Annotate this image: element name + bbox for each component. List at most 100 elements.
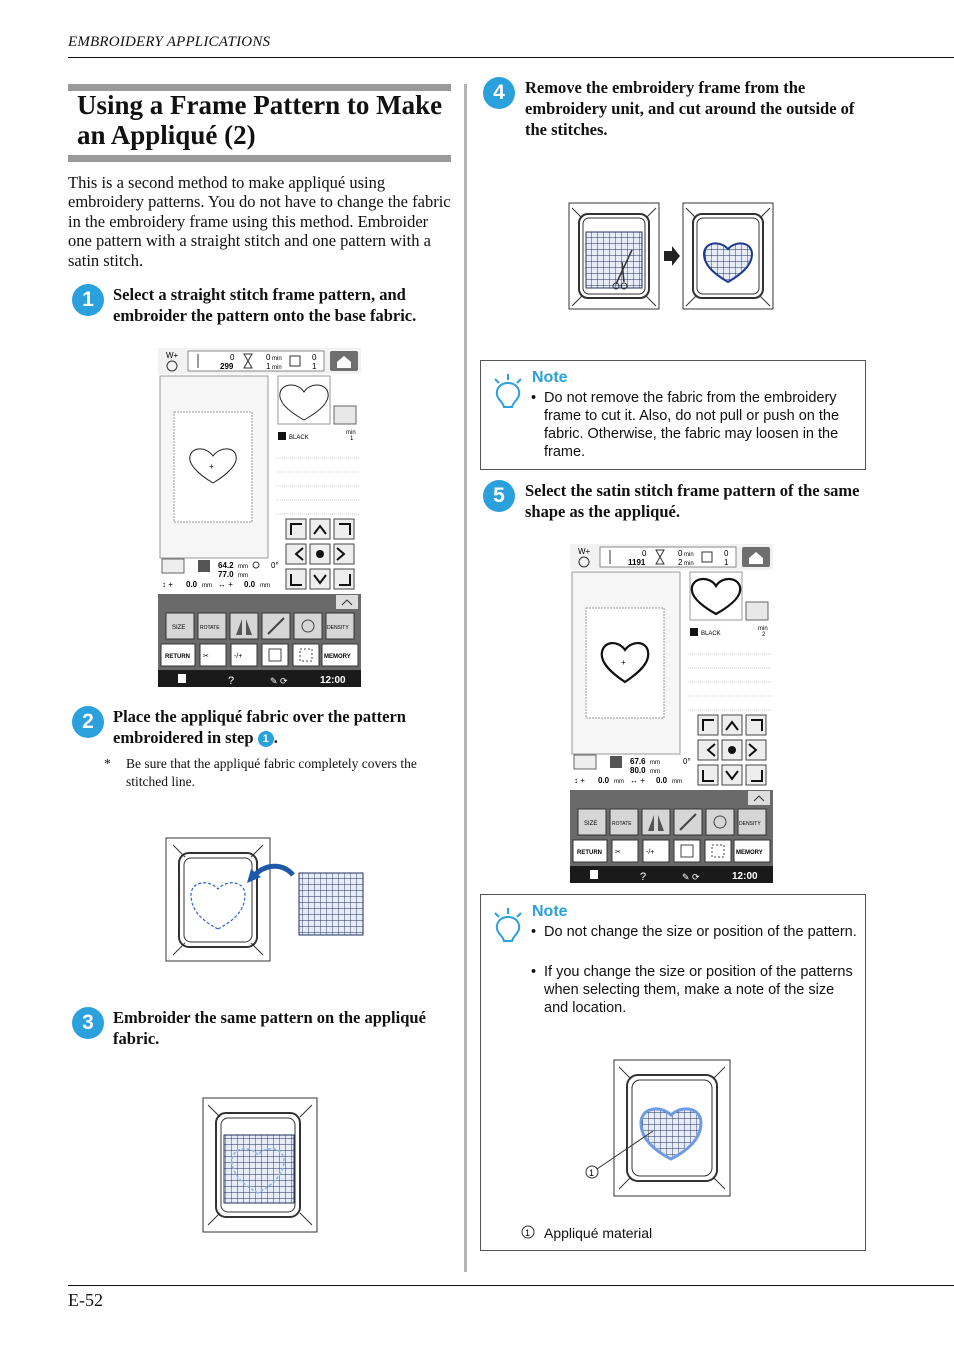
svg-text:✎ ⟳: ✎ ⟳: [682, 872, 700, 882]
scroll-up-button[interactable]: [336, 595, 358, 609]
legend-label: Appliqué material: [544, 1225, 653, 1241]
satin-heart-pattern: [600, 642, 650, 684]
size-button[interactable]: SIZE: [577, 808, 607, 836]
stitch-step-button[interactable]: -/+: [230, 643, 258, 667]
clock: 12:00: [732, 871, 758, 882]
step-2-text-end: .: [273, 728, 278, 747]
lightbulb-icon: [494, 374, 522, 408]
step-1-badge: 1: [72, 284, 104, 316]
basting-button[interactable]: [673, 839, 701, 863]
trial-button[interactable]: [704, 839, 732, 863]
step-3-text: Embroider the same pattern on the appliq…: [113, 1008, 426, 1048]
note-box-1: Note • Do not remove the fabric from the…: [480, 360, 866, 470]
note-2-item-2: If you change the size or position of th…: [544, 964, 853, 1016]
header-rule: [68, 57, 954, 58]
frame-icon: [573, 754, 597, 770]
hourglass-icon: [655, 549, 665, 565]
color-top: 0: [724, 549, 729, 558]
settings-icon[interactable]: [590, 870, 598, 879]
thread-color-button[interactable]: [293, 612, 323, 640]
place-applique-illustration: [165, 837, 364, 962]
density-button[interactable]: DENSITY: [325, 612, 355, 640]
pattern-info-icon[interactable]: ✎ ⟳: [270, 676, 288, 686]
svg-text:RETURN: RETURN: [165, 654, 190, 660]
density-edit-button[interactable]: [673, 808, 703, 836]
offset-vertical: 0.0: [598, 776, 610, 785]
home-button[interactable]: [742, 547, 770, 567]
memory-button[interactable]: MEMORY: [733, 839, 771, 863]
rotation-angle: 0°: [271, 561, 279, 570]
svg-text:ROTATE: ROTATE: [200, 625, 220, 631]
mirror-button[interactable]: [641, 808, 671, 836]
applique-placement-illustration: 1: [585, 1059, 731, 1197]
thread-palette-button[interactable]: [333, 405, 357, 425]
rotate-button[interactable]: ROTATE: [197, 612, 227, 640]
step-3-badge: 3: [72, 1007, 104, 1039]
time-bottom-unit: min: [684, 561, 694, 567]
svg-text:?: ?: [228, 675, 234, 687]
return-button[interactable]: RETURN: [160, 643, 196, 667]
rotate-button[interactable]: ROTATE: [609, 808, 639, 836]
trial-button[interactable]: [292, 643, 320, 667]
svg-text:SIZE: SIZE: [584, 821, 597, 827]
time-top-unit: min: [684, 552, 694, 558]
help-icon[interactable]: ?: [228, 675, 234, 687]
thread-palette-button[interactable]: [745, 601, 769, 621]
home-button[interactable]: [330, 351, 358, 371]
trim-button[interactable]: ✂: [611, 839, 639, 863]
section-title: Using a Frame Pattern to Make an Appliqu…: [77, 90, 443, 150]
callout-leader-line: [596, 1130, 654, 1170]
return-button[interactable]: RETURN: [572, 839, 608, 863]
lcd-screen-1: W+ 0 299 0 min 1 min 0 1 + BLACK min 1 6…: [158, 348, 361, 687]
density-button[interactable]: DENSITY: [737, 808, 767, 836]
thread-color-button[interactable]: [705, 808, 735, 836]
stitch-step-button[interactable]: -/+: [642, 839, 670, 863]
note-2-bullet-1: •: [531, 924, 537, 940]
footer-rule: [68, 1285, 954, 1286]
pattern-width: 77.0: [218, 570, 234, 579]
size-icon: [610, 756, 622, 768]
time-top: 0: [266, 353, 271, 362]
svg-text:RETURN: RETURN: [577, 850, 602, 856]
clock: 12:00: [320, 675, 346, 686]
svg-text:↔ +: ↔ +: [630, 776, 645, 785]
offset-horizontal: 0.0: [656, 776, 668, 785]
legend-marker: 1: [521, 1225, 535, 1239]
offset-horizontal: 0.0: [244, 580, 256, 589]
step-ref-badge: 1: [257, 731, 274, 747]
step-4-text: Remove the embroidery frame from the emb…: [525, 78, 855, 139]
offset-vertical-unit: mm: [614, 779, 624, 785]
time-top: 0: [678, 549, 683, 558]
intro-paragraph: This is a second method to make appliqué…: [68, 173, 451, 270]
basting-button[interactable]: [261, 643, 289, 667]
time-bottom: 2: [678, 558, 683, 567]
time-bottom: 1: [266, 362, 271, 371]
cut-heart: [702, 242, 754, 284]
svg-text:-/+: -/+: [646, 849, 654, 856]
thread-color-swatch: [690, 628, 698, 636]
pattern-width: 80.0: [630, 766, 646, 775]
step-5-text: Select the satin stitch frame pattern of…: [525, 481, 860, 521]
help-icon[interactable]: ?: [640, 871, 646, 883]
scroll-up-button[interactable]: [748, 791, 770, 805]
memory-button[interactable]: MEMORY: [321, 643, 359, 667]
lcd-screen-2: W+ 0 1191 0 min 2 min 0 1 + BLACK min 2 …: [570, 544, 773, 883]
title-bar-bottom: [68, 155, 451, 162]
presser-foot-icon: W+: [578, 547, 591, 568]
svg-text:-/+: -/+: [234, 653, 242, 660]
pattern-info-icon[interactable]: ✎ ⟳: [682, 872, 700, 882]
thread-name: BLACK: [701, 631, 721, 637]
size-button[interactable]: SIZE: [165, 612, 195, 640]
svg-text:↕ +: ↕ +: [574, 776, 585, 785]
title-bar-top: [68, 84, 451, 91]
step-2-text: Place the appliqué fabric over the patte…: [113, 706, 458, 748]
trim-button[interactable]: ✂: [199, 643, 227, 667]
svg-text:↔ +: ↔ +: [218, 580, 233, 589]
pattern-height-unit: mm: [650, 760, 660, 766]
note-2-bullet-2: •: [531, 964, 537, 980]
embroider-applique-illustration: [202, 1097, 318, 1233]
mirror-button[interactable]: [229, 612, 259, 640]
density-edit-button[interactable]: [261, 612, 291, 640]
settings-icon[interactable]: [178, 674, 186, 683]
svg-text:DENSITY: DENSITY: [327, 625, 349, 631]
